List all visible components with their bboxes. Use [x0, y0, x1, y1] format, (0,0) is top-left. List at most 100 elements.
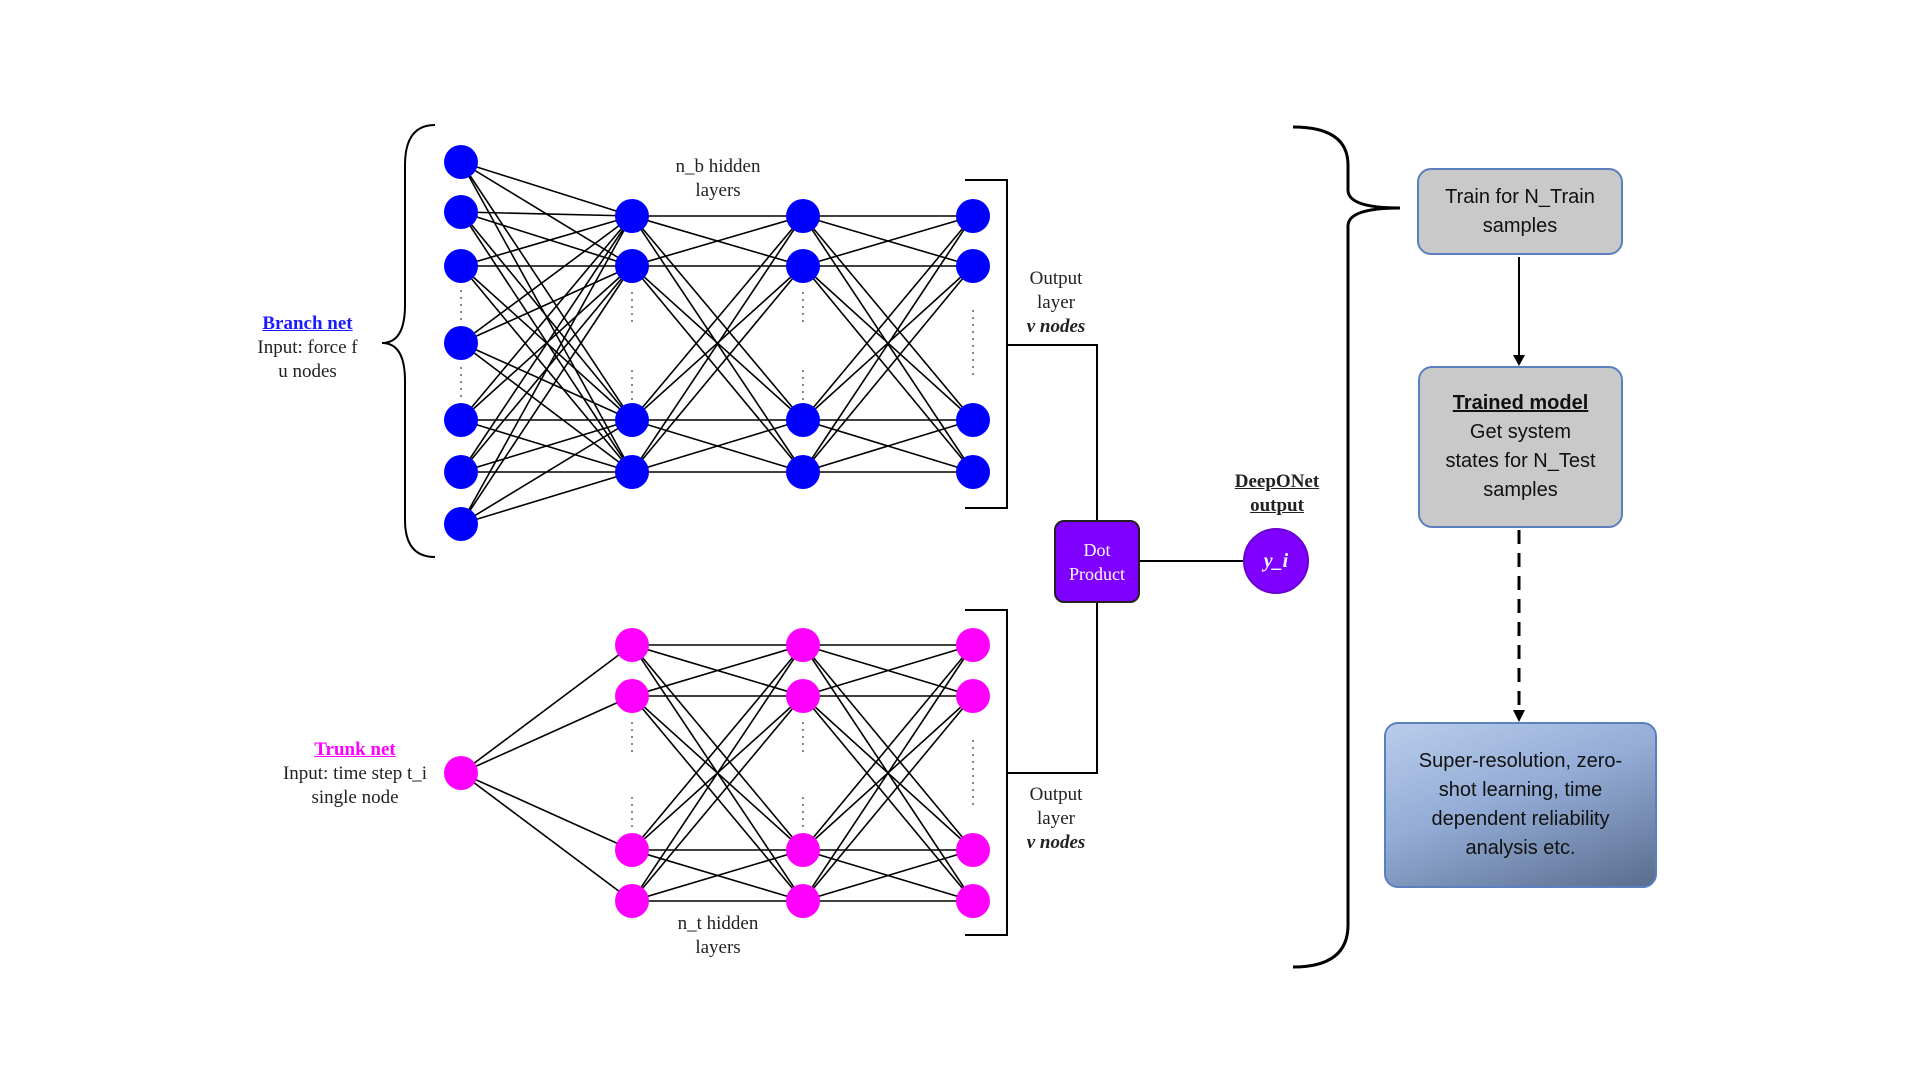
- trunk-edge: [802, 644, 974, 851]
- branch-edge: [631, 265, 804, 473]
- branch-output-node: [956, 199, 990, 233]
- trunk-hidden-node: [786, 679, 820, 713]
- branch-edge: [460, 265, 633, 344]
- branch-input-node: [444, 326, 478, 360]
- trained-line3: samples: [1483, 479, 1558, 501]
- branch-nodes-text: u nodes: [278, 361, 337, 382]
- deeponet-output-line1: DeepONet: [1234, 471, 1320, 492]
- branch-input-node: [444, 403, 478, 437]
- trunk-output-line1: Output: [1029, 784, 1083, 805]
- trunk-hidden-node: [786, 628, 820, 662]
- trunk-edge: [802, 644, 974, 697]
- branch-input-node: [444, 249, 478, 283]
- dot-product-box: Dot Product: [1054, 520, 1140, 603]
- branch-edge: [460, 215, 633, 473]
- trunk-output-label: Output layer v nodes: [1015, 783, 1097, 855]
- trunk-edge: [631, 644, 804, 851]
- branch-output-line1: Output: [1029, 268, 1083, 289]
- branch-edge: [460, 211, 633, 267]
- trunk-input-text: Input: time step t_i: [282, 763, 428, 784]
- trunk-hidden-label: n_t hidden layers: [648, 912, 788, 960]
- branch-edge: [802, 419, 974, 473]
- trunk-nodes-text: single node: [311, 787, 399, 808]
- network-nodes: [444, 145, 990, 918]
- branch-net-title: Branch net: [262, 313, 353, 334]
- branch-edge: [460, 215, 633, 525]
- trunk-edge: [802, 849, 974, 902]
- branch-edge: [460, 419, 633, 525]
- branch-edge: [460, 215, 633, 344]
- trained-model-box: Trained model Get system states for N_Te…: [1418, 366, 1623, 528]
- apps-line1: Super-resolution, zero-: [1418, 750, 1623, 772]
- branch-edge: [802, 215, 974, 267]
- trunk-input-node: [444, 756, 478, 790]
- branch-hidden-node: [615, 249, 649, 283]
- branch-hidden-node: [786, 199, 820, 233]
- branch-edge: [802, 265, 974, 473]
- trunk-edge: [631, 695, 804, 902]
- branch-hidden-node: [615, 199, 649, 233]
- branch-edge: [460, 161, 633, 421]
- trunk-to-dot-line: [1007, 603, 1098, 774]
- branch-edge: [631, 215, 804, 421]
- branch-edge: [460, 211, 633, 421]
- branch-edge: [460, 471, 633, 525]
- branch-edge: [802, 215, 974, 421]
- trained-to-apps-arrowhead: [1513, 710, 1525, 722]
- trunk-edge: [631, 644, 804, 902]
- branch-hidden-node: [615, 403, 649, 437]
- branch-output-node: [956, 249, 990, 283]
- branch-edge: [631, 215, 804, 267]
- trunk-output-node: [956, 833, 990, 867]
- dot-product-line2: Product: [1069, 563, 1125, 584]
- branch-hidden-node: [786, 403, 820, 437]
- trunk-edge: [631, 644, 804, 697]
- branch-edge: [802, 215, 974, 473]
- trunk-edge: [802, 695, 974, 902]
- apps-line3: dependent reliability: [1431, 808, 1610, 830]
- branch-hidden-line1: n_b hidden: [675, 156, 761, 177]
- output-node: y_i: [1243, 528, 1309, 594]
- trunk-hidden-node: [786, 884, 820, 918]
- branch-input-node: [444, 145, 478, 179]
- branch-to-dot-line: [1007, 344, 1098, 520]
- branch-hidden-node: [786, 455, 820, 489]
- deeponet-output-label: DeepONet output: [1212, 470, 1342, 518]
- trunk-edge: [460, 772, 633, 902]
- branch-edge: [631, 419, 804, 473]
- apps-line4: analysis etc.: [1465, 837, 1576, 859]
- branch-hidden-line2: layers: [695, 180, 741, 201]
- trunk-edge: [460, 644, 633, 774]
- branch-edge: [460, 265, 633, 525]
- trunk-hidden-node: [615, 679, 649, 713]
- branch-edge: [460, 211, 633, 217]
- branch-hidden-label: n_b hidden layers: [648, 155, 788, 203]
- output-brace: [1292, 125, 1401, 969]
- trunk-output-line2: layer: [1037, 808, 1075, 829]
- branch-edge: [460, 215, 633, 267]
- deeponet-output-line2: output: [1250, 495, 1304, 516]
- branch-edge: [460, 342, 633, 421]
- branch-edge: [460, 419, 633, 473]
- branch-input-brace: [381, 124, 436, 558]
- trained-model-title: Trained model: [1452, 392, 1589, 414]
- diagram-decorations: [381, 124, 1525, 969]
- train-to-trained-arrowhead: [1513, 355, 1525, 366]
- trunk-hidden-line2: layers: [695, 937, 741, 958]
- branch-input-node: [444, 507, 478, 541]
- trunk-hidden-node: [615, 884, 649, 918]
- trunk-net-title: Trunk net: [314, 739, 396, 760]
- branch-output-line2: layer: [1037, 292, 1075, 313]
- trunk-output-node: [956, 679, 990, 713]
- applications-box: Super-resolution, zero- shot learning, t…: [1384, 722, 1657, 888]
- trained-line2: states for N_Test: [1445, 450, 1596, 472]
- trunk-output-line3: v nodes: [1026, 832, 1086, 853]
- branch-input-node: [444, 195, 478, 229]
- trunk-edge: [802, 644, 974, 902]
- trunk-output-node: [956, 884, 990, 918]
- trunk-edge: [631, 849, 804, 902]
- train-line1: Train for N_Train: [1445, 185, 1595, 208]
- branch-input-text: Input: force f: [257, 337, 358, 358]
